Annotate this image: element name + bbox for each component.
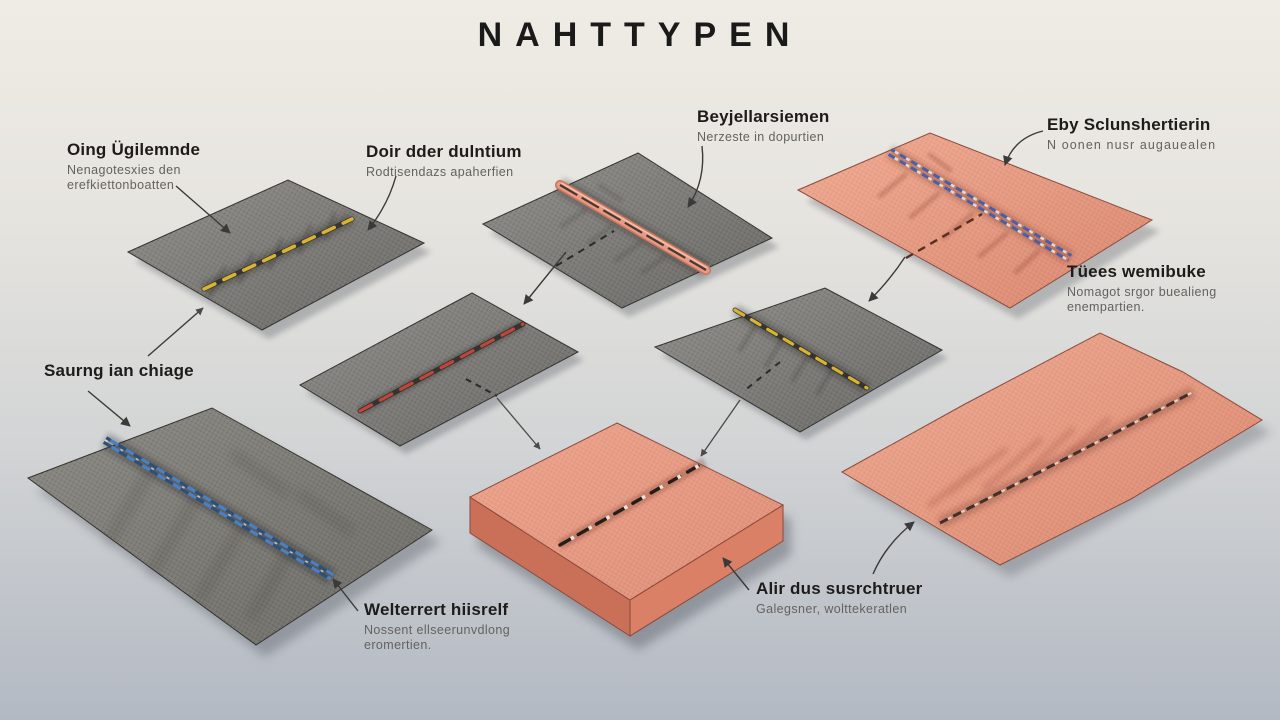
- annotation-title: Eby Sclunshertierin: [1047, 115, 1211, 134]
- annotation-subtext: Nenagotesxies den: [67, 163, 181, 177]
- annotation-label-4: Eby Sclunshertierin N oonen nusr augauea…: [1047, 115, 1216, 153]
- annotation-title: Tüees wemibuke: [1067, 262, 1206, 281]
- arrow-label2-to-swatch: [367, 175, 397, 231]
- arrow-label7-to-seam-end: [332, 578, 359, 612]
- red-stitch: [358, 322, 525, 413]
- leader-yellow-swatch-to-block: [700, 399, 741, 457]
- swatch-gray-red-stitch: [298, 292, 584, 454]
- fabric-wrinkles: [105, 450, 355, 620]
- swatch-gray-yellow-stitch-2: [653, 287, 948, 440]
- pipe-highlight: [560, 182, 708, 269]
- annotation-label-3: Beyjellarsiemen Nerzeste in dopurtien: [697, 107, 829, 145]
- annotation-title: Alir dus susrchtruer: [756, 579, 923, 598]
- annotation-subtext: Nomagot srgor buealieng: [1067, 285, 1217, 299]
- fabric-texture: [655, 288, 942, 432]
- annotation-subtext: Rodtisendazs apaherfien: [366, 165, 514, 179]
- swatch-gray-double-blue-stitch: [26, 407, 441, 657]
- annotation-title: Doir dder dulntium: [366, 142, 522, 161]
- arrow-to-red-stitch-swatch: [523, 251, 567, 305]
- white-stitch-row: [887, 153, 1070, 262]
- swatch-salmon-wavy: [840, 332, 1272, 577]
- annotation-arrows: [87, 130, 1044, 612]
- annotation-subtext: Nossent ellseerunvdlong: [364, 623, 511, 637]
- arrow-label6-to-big-swatch: [87, 390, 131, 427]
- arrow-label3-to-swatch: [687, 145, 704, 208]
- dashed-guide-line: [555, 230, 615, 267]
- black-dash-stitch: [558, 460, 707, 547]
- swatch-salmon-block: [468, 422, 791, 650]
- navy-stitch-row: [887, 153, 1070, 262]
- fabric-wrinkles: [927, 417, 1111, 508]
- arrow-label4-to-swatch: [1003, 130, 1044, 166]
- annotation-title: Saurng ian chiage: [44, 361, 194, 380]
- annotation-label-5: Tüees wemibuke Nomagot srgor buealieng e…: [1067, 262, 1217, 315]
- annotation-label-8: Alir dus susrchtruer Galegsner, woltteke…: [756, 579, 923, 617]
- seam-shading: [886, 145, 1074, 265]
- arrow-label6-to-upper-swatch: [147, 307, 204, 357]
- stitch-dark-ticks: [105, 436, 335, 577]
- fabric-texture: [798, 133, 1152, 308]
- annotation-subtext: Galegsner, wolttekeratlen: [756, 602, 908, 616]
- dashed-guide-line: [905, 212, 983, 260]
- white-stitch-row: [890, 148, 1073, 257]
- annotation-label-6: Saurng ian chiage: [44, 361, 194, 384]
- yellow-stitch: [202, 217, 354, 291]
- fabric-texture: [28, 408, 432, 645]
- fabric-wrinkles: [737, 322, 835, 396]
- stitch-dark-ticks: [102, 440, 332, 581]
- annotation-subtext: enempartien.: [1067, 300, 1145, 314]
- arrow-label8-to-block: [722, 557, 750, 591]
- annotation-subtext: Nerzeste in dopurtien: [697, 130, 825, 144]
- swatch-salmon-double-navy-stitch: [796, 132, 1160, 319]
- annotation-label-1: Oing Ügilemnde Nenagotesxies den erefkie…: [67, 140, 200, 193]
- pipe-core: [559, 184, 707, 271]
- annotation-title: Oing Ügilemnde: [67, 140, 201, 159]
- annotation-subtext: erefkiettonboatten: [67, 178, 175, 192]
- swatch-gray-yellow-stitch: [126, 179, 431, 339]
- annotation-label-7: Welterrert hiisrelf Nossent ellseerunvdl…: [364, 600, 510, 653]
- navy-stitch-row: [890, 148, 1073, 257]
- leader-red-swatch-to-block: [496, 397, 541, 450]
- swatch-gray-piped-seam: [481, 152, 779, 317]
- page-title: NAHTTYPEN: [477, 16, 803, 54]
- annotation-label-2: Doir dder dulntium Rodtisendazs apaherfi…: [366, 142, 522, 180]
- arrow-label8-to-wavy-swatch: [872, 521, 915, 575]
- seam-shading: [100, 433, 337, 584]
- arrow-to-yellow-stitch-swatch: [868, 256, 906, 302]
- dark-dash-stitch: [939, 390, 1194, 525]
- annotation-subtext: N oonen nusr augauealen: [1047, 138, 1217, 152]
- fabric-wrinkles: [559, 183, 667, 275]
- yellow-stitch: [733, 308, 869, 390]
- annotation-title: Welterrert hiisrelf: [364, 600, 509, 619]
- dashed-guide-line: [465, 378, 498, 397]
- dashed-guide-line: [743, 361, 781, 392]
- annotation-title: Beyjellarsiemen: [697, 107, 830, 126]
- arrow-label1-to-swatch: [175, 185, 231, 234]
- annotation-subtext: eromertien.: [364, 638, 432, 652]
